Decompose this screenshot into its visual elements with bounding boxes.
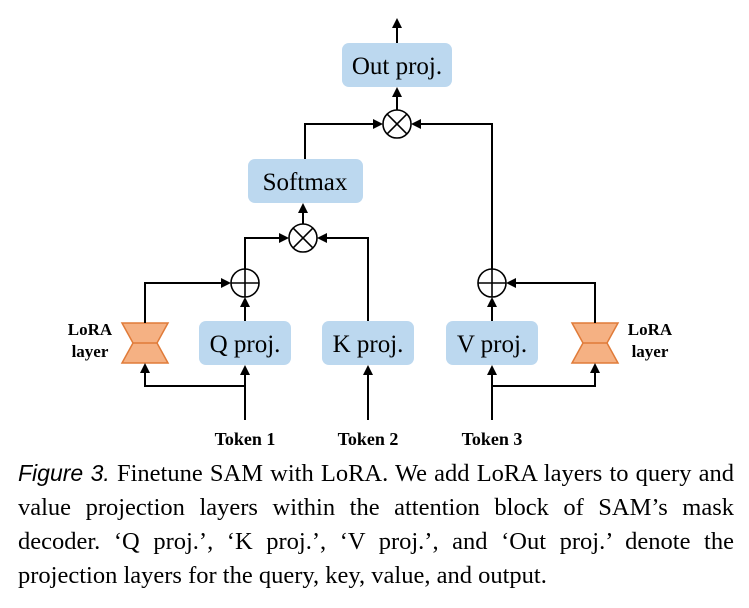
token-3-label: Token 3 <box>462 429 523 449</box>
lora-right-label-line1: LoRA <box>628 320 673 339</box>
softmax-block: Softmax <box>248 159 363 203</box>
out-proj-label: Out proj. <box>352 53 442 80</box>
token-1-label: Token 1 <box>215 429 276 449</box>
lora-attention-diagram: Out proj. Softmax Q proj. K proj. V proj… <box>68 18 673 449</box>
lora-left-label-line1: LoRA <box>68 320 113 339</box>
caption-text: Finetune SAM with LoRA. We add LoRA laye… <box>18 460 734 589</box>
figure-caption: Figure 3. Finetune SAM with LoRA. We add… <box>18 456 734 593</box>
figure-label: Figure 3. <box>18 460 110 486</box>
add-operator-right <box>477 268 507 298</box>
add-operator-left <box>230 268 260 298</box>
lora-layer-right <box>570 322 620 364</box>
lora-left-label-line2: layer <box>72 342 109 361</box>
out-proj-block: Out proj. <box>342 43 452 87</box>
lora-layer-left <box>120 322 170 364</box>
k-proj-block: K proj. <box>322 321 414 365</box>
q-proj-block: Q proj. <box>199 321 291 365</box>
multiply-operator-attention <box>288 223 318 253</box>
k-proj-label: K proj. <box>333 331 404 358</box>
token-2-label: Token 2 <box>338 429 399 449</box>
lora-right-label-line2: layer <box>632 342 669 361</box>
v-proj-label: V proj. <box>457 331 527 358</box>
multiply-operator-top <box>382 109 412 139</box>
connectors <box>140 18 600 420</box>
q-proj-label: Q proj. <box>210 331 281 358</box>
softmax-label: Softmax <box>263 169 348 196</box>
v-proj-block: V proj. <box>446 321 538 365</box>
